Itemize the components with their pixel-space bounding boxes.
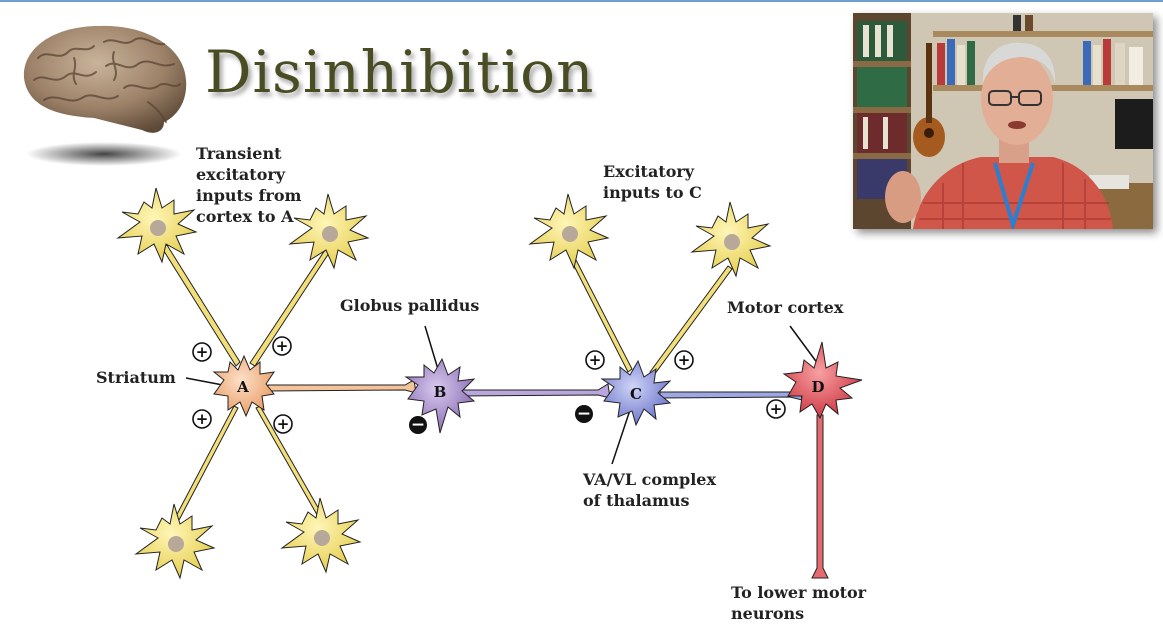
axon-c-to-d (659, 385, 803, 401)
excitatory-neuron (280, 497, 362, 574)
minus-sign: − (577, 404, 591, 424)
plus-sign: + (196, 343, 209, 361)
slide-title: Disinhibition (205, 38, 595, 106)
neuron-d (782, 341, 863, 420)
minus-signs: − − (409, 404, 593, 435)
label-thalamus: VA/VL complex of thalamus (583, 470, 716, 510)
top-accent-line (0, 0, 1163, 2)
neuron-d-letter: D (811, 378, 824, 396)
plus-sign: + (589, 351, 602, 369)
presenter-video (853, 13, 1153, 229)
axon-d-down (811, 414, 829, 579)
neuron-b (404, 357, 476, 434)
excitatory-neuron (134, 503, 216, 580)
excitatory-neuron (288, 193, 370, 270)
excitatory-neuron (116, 187, 198, 264)
plus-signs: + + + + + + + (192, 336, 786, 434)
neuron-a (212, 354, 276, 418)
label-motor-cortex: Motor cortex (727, 298, 844, 317)
label-striatum: Striatum (96, 368, 176, 387)
plus-sign: + (196, 410, 209, 428)
plus-sign: + (276, 337, 289, 355)
neuron-c (600, 359, 672, 427)
label-excitatory-inputs-c: Excitatory inputs to C (603, 162, 702, 202)
neuron-a-letter: A (236, 378, 249, 396)
label-globus-pallidus: Globus pallidus (340, 296, 480, 315)
brain-icon (23, 25, 187, 166)
label-transient-inputs: Transient excitatory inputs from cortex … (196, 144, 302, 226)
label-lower-motor-neurons: To lower motor neurons (731, 583, 867, 623)
presenter-video-icon (853, 13, 1153, 229)
neuron-c-letter: C (630, 385, 642, 403)
minus-sign: − (411, 415, 425, 435)
axon-a-to-b (267, 379, 417, 394)
excitatory-neuron (690, 201, 772, 278)
plus-sign: + (770, 400, 783, 418)
neuron-b-letter: B (434, 383, 447, 401)
axon-b-to-c (459, 383, 611, 399)
plus-sign: + (678, 351, 691, 369)
plus-sign: + (277, 415, 290, 433)
excitatory-neuron (528, 193, 610, 270)
